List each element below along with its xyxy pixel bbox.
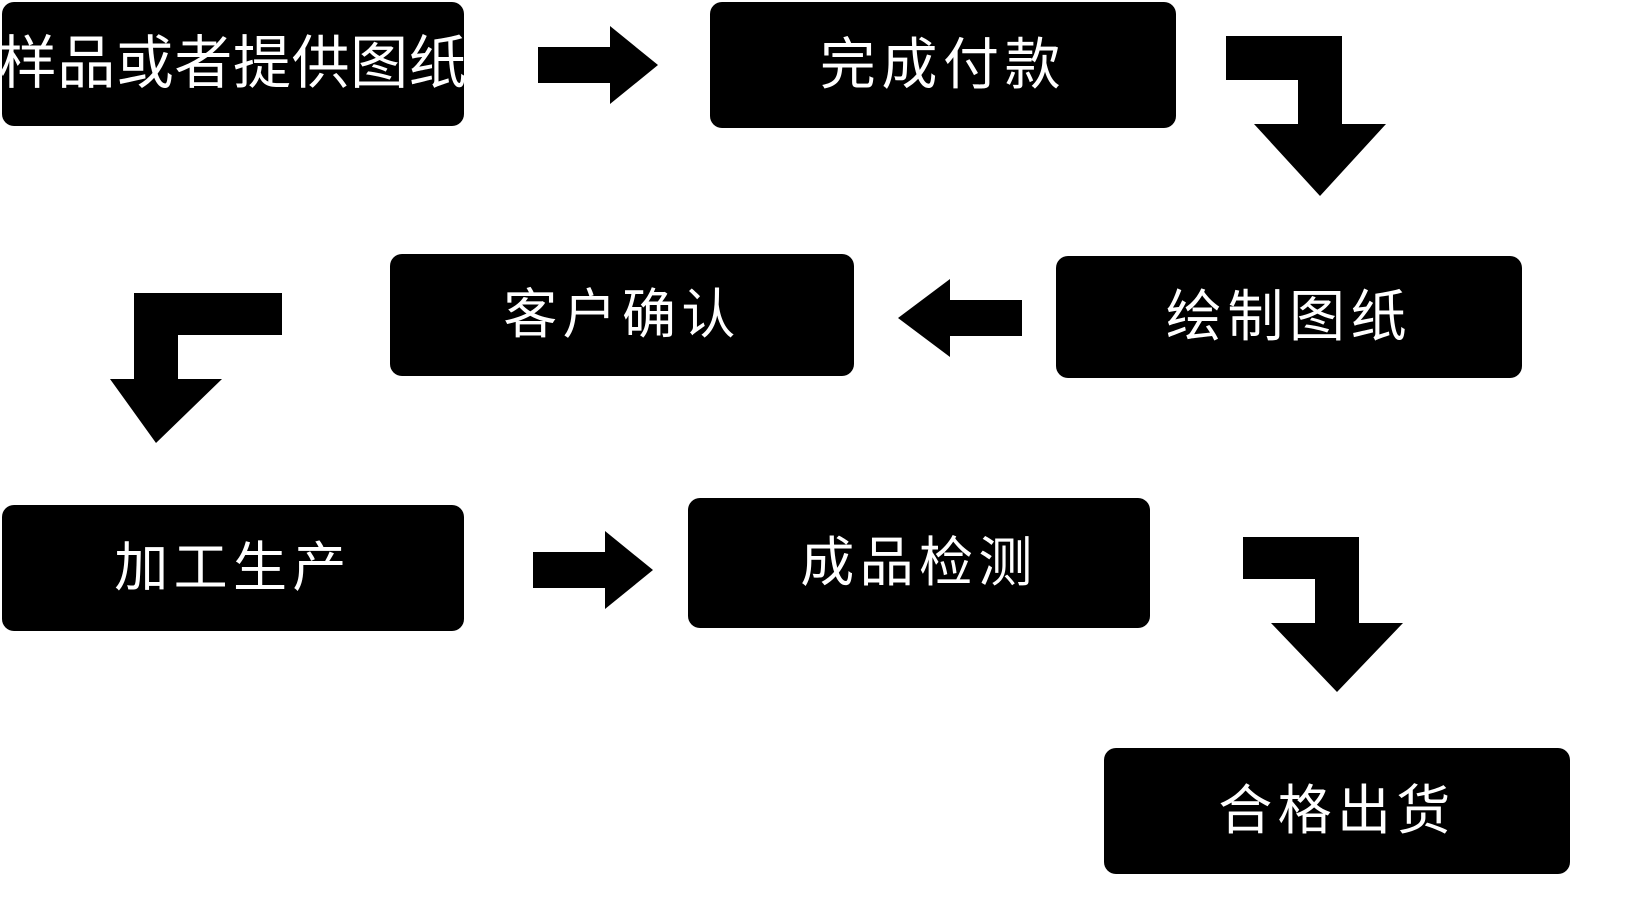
node-label: 合格出货	[1218, 781, 1456, 841]
node-label: 成品检测	[800, 533, 1038, 593]
node-label: 加工生产	[114, 538, 352, 598]
arrow-elbow-inspection-to-shipment	[1243, 537, 1403, 692]
process-node-finished-inspection[interactable]: 成品检测	[688, 498, 1150, 628]
node-label: 样品或者提供图纸	[0, 31, 468, 96]
arrow-elbow-confirm-to-production	[110, 293, 282, 443]
process-node-draw-drawing[interactable]: 绘制图纸	[1056, 256, 1522, 378]
process-node-sample-or-drawing[interactable]: 样品或者提供图纸	[0, 2, 468, 126]
process-node-qualified-shipment[interactable]: 合格出货	[1104, 748, 1570, 874]
arrow-elbow-payment-to-drawing	[1226, 36, 1386, 196]
node-label: 完成付款	[819, 33, 1067, 96]
arrow-left-drawing-to-confirm	[898, 279, 1022, 357]
node-label: 绘制图纸	[1165, 285, 1413, 348]
process-node-production[interactable]: 加工生产	[2, 505, 464, 631]
process-node-complete-payment[interactable]: 完成付款	[710, 2, 1176, 128]
arrow-right-sample-to-payment	[538, 26, 658, 104]
node-label: 客户确认	[503, 285, 741, 345]
arrow-right-production-to-inspection	[533, 531, 653, 609]
process-node-customer-confirm[interactable]: 客户确认	[390, 254, 854, 376]
